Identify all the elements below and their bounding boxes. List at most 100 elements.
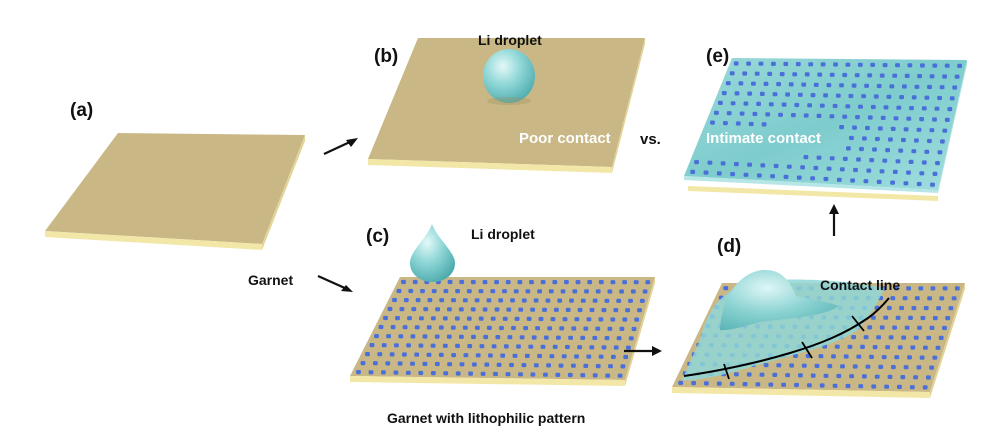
pattern-dot xyxy=(862,374,867,379)
pattern-dot xyxy=(897,345,903,350)
pattern-dot xyxy=(592,298,598,303)
pattern-dot xyxy=(633,280,639,285)
pattern-dot xyxy=(518,307,524,312)
pattern-dot xyxy=(735,121,741,126)
pattern-dot xyxy=(914,138,919,143)
pattern-dot xyxy=(770,174,775,179)
pattern-dot xyxy=(387,306,393,312)
pattern-dot xyxy=(862,136,867,141)
pattern-dot xyxy=(394,343,399,348)
pattern-dot xyxy=(759,91,765,96)
arrow-d-to-e xyxy=(829,204,839,236)
pattern-dot xyxy=(426,352,432,357)
pattern-dot xyxy=(883,105,889,110)
pattern-dot xyxy=(800,165,805,170)
pattern-dot xyxy=(794,102,800,108)
pattern-dot xyxy=(916,365,922,370)
pattern-dot xyxy=(880,115,886,120)
pattern-dot xyxy=(442,316,448,321)
pattern-dot xyxy=(882,158,888,163)
pattern-dot xyxy=(543,335,549,340)
pattern-dot xyxy=(622,317,628,322)
pattern-dot xyxy=(785,92,790,97)
pattern-dot xyxy=(842,156,848,161)
pattern-dot xyxy=(887,374,893,379)
pattern-dot xyxy=(710,120,715,125)
pattern-dot xyxy=(932,171,938,176)
pattern-dot xyxy=(468,371,473,376)
pattern-dot xyxy=(463,353,469,358)
pattern-dot xyxy=(801,82,807,87)
pattern-dot xyxy=(575,280,581,285)
pattern-dot xyxy=(848,93,854,99)
pattern-dot xyxy=(849,135,854,141)
pattern-dot xyxy=(918,286,924,291)
pattern-dot xyxy=(826,166,832,171)
pattern-dot xyxy=(537,289,542,294)
pattern-dot xyxy=(788,82,794,87)
pattern-dot xyxy=(793,353,798,358)
arrow-a-to-c xyxy=(317,274,353,292)
pattern-dot xyxy=(467,344,473,349)
pattern-dot xyxy=(422,361,428,366)
pattern-dot xyxy=(691,381,696,386)
pattern-dot xyxy=(803,155,809,160)
pattern-dot xyxy=(909,106,914,111)
garnet-label: Garnet xyxy=(248,272,294,288)
pattern-dot xyxy=(785,373,790,378)
pattern-dot xyxy=(756,173,762,178)
pattern-dot xyxy=(904,73,910,78)
pattern-dot xyxy=(903,181,909,186)
pattern-dot xyxy=(720,161,726,166)
pattern-dot xyxy=(916,181,922,187)
pattern-dot xyxy=(423,307,429,312)
pattern-dot xyxy=(845,383,851,389)
pattern-dot xyxy=(392,297,397,303)
pattern-dot xyxy=(746,61,751,66)
pattern-dot xyxy=(747,91,753,96)
pattern-dot xyxy=(438,352,444,357)
pattern-dot xyxy=(892,169,898,174)
pattern-dot xyxy=(556,335,561,340)
pattern-dot xyxy=(420,289,425,294)
arrow-c-to-d xyxy=(624,346,662,356)
pattern-dot xyxy=(589,307,595,313)
pattern-dot xyxy=(583,326,589,331)
pattern-dot xyxy=(459,362,465,367)
pattern-dot xyxy=(470,280,476,285)
pattern-dot xyxy=(487,325,492,330)
pattern-dot xyxy=(446,334,452,339)
pattern-dot xyxy=(754,71,760,76)
pattern-dot xyxy=(819,103,825,108)
pattern-dot xyxy=(937,150,943,155)
pattern-dot xyxy=(531,335,537,340)
pattern-dot xyxy=(877,126,883,131)
pattern-dot xyxy=(911,95,917,100)
pattern-dot xyxy=(455,371,461,376)
pattern-dot xyxy=(557,298,563,303)
pattern-dot xyxy=(902,296,908,301)
pattern-dot xyxy=(894,355,900,360)
pattern-dot xyxy=(818,354,824,359)
arrow-a-to-b xyxy=(323,138,358,155)
pattern-dot xyxy=(565,307,571,312)
pattern-dot xyxy=(906,116,912,121)
pattern-dot xyxy=(438,325,444,330)
pattern-dot xyxy=(832,383,838,388)
pattern-dot xyxy=(568,335,573,340)
pattern-dot xyxy=(505,280,511,285)
pattern-dot xyxy=(881,355,887,360)
pattern-dot xyxy=(426,325,432,330)
pattern-dot xyxy=(886,305,892,311)
pattern-dot xyxy=(546,363,551,368)
pattern-dot xyxy=(901,137,906,143)
pattern-dot xyxy=(742,71,748,76)
pattern-dot xyxy=(495,335,501,340)
pattern-dot xyxy=(922,385,928,390)
pattern-dot xyxy=(703,170,709,175)
pattern-dot xyxy=(530,372,536,377)
pattern-dot xyxy=(898,148,904,153)
pattern-dot xyxy=(475,325,480,330)
pattern-dot xyxy=(592,335,598,341)
